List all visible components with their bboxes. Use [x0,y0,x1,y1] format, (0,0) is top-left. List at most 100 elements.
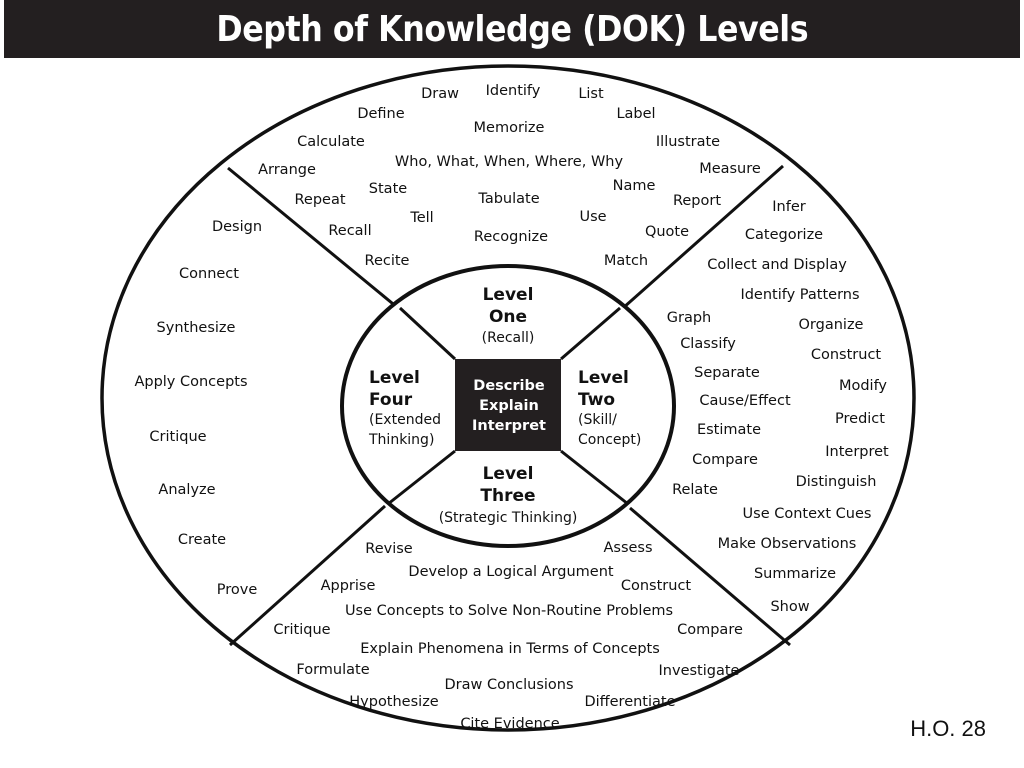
handout-number: H.O. 28 [910,716,986,741]
verb-word: Recall [328,223,371,239]
verb-word: Report [673,193,721,209]
inner-divider-sw [387,449,456,506]
verb-word: Critique [273,622,330,638]
level-three-words: Revise Assess Develop a Logical Argument… [273,540,743,732]
level-four-sub: (Extended [369,412,441,428]
center-word: Explain [479,398,539,414]
inner-divider-nw [398,306,457,361]
verb-word: Who, What, When, Where, Why [395,154,624,170]
verb-word: Recite [365,253,410,269]
level-two-sub: (Skill/ [578,412,617,428]
verb-word: Quote [645,224,689,240]
verb-word: Construct [811,347,882,363]
verb-word: Use Concepts to Solve Non-Routine Proble… [345,603,673,619]
verb-word: Graph [667,310,711,326]
level-four-label: Four [369,390,413,410]
verb-word: Name [613,178,656,194]
level-three-label: Level [483,464,534,484]
verb-word: Summarize [754,566,836,582]
verb-word: Recognize [474,229,548,245]
verb-word: Match [604,253,648,269]
verb-word: Revise [365,541,413,557]
verb-word: Apply Concepts [134,374,247,390]
level-four-words: Design Connect Synthesize Apply Concepts… [134,219,262,598]
level-one-sub: (Recall) [482,330,535,346]
verb-word: Draw Conclusions [444,677,573,693]
verb-word: Label [616,106,655,122]
level-one-words: Draw Identify List Define Label Memorize… [258,83,761,269]
level-four-label: Level [369,368,420,388]
verb-word: Relate [672,482,718,498]
center-word: Describe [473,378,545,394]
verb-word: Define [357,106,404,122]
verb-word: Develop a Logical Argument [408,564,613,580]
verb-word: Use Context Cues [743,506,872,522]
verb-word: Make Observations [718,536,857,552]
verb-word: Synthesize [157,320,236,336]
center-word: Interpret [472,418,546,434]
outer-ellipse [100,64,916,732]
verb-word: Illustrate [656,134,720,150]
verb-word: Identify Patterns [740,287,859,303]
level-three-sub: (Strategic Thinking) [439,510,578,526]
level-two-label: Level [578,368,629,388]
verb-word: Compare [692,452,758,468]
divider-nw [227,166,399,310]
verb-word: Design [212,219,262,235]
level-two-words: Infer Categorize Collect and Display Ide… [667,199,889,615]
level-one-label: One [489,307,527,327]
verb-word: Critique [149,429,206,445]
verb-word: Show [770,599,809,615]
verb-word: Collect and Display [707,257,847,273]
divider-se [629,506,791,647]
verb-word: Memorize [474,120,545,136]
verb-word: List [578,86,604,102]
verb-word: Identify [486,83,541,99]
verb-word: Compare [677,622,743,638]
verb-word: Arrange [258,162,316,178]
verb-word: Explain Phenomena in Terms of Concepts [360,641,660,657]
verb-word: Hypothesize [349,694,439,710]
level-two-sub: Concept) [578,432,641,448]
verb-word: Categorize [745,227,823,243]
verb-word: Apprise [321,578,376,594]
verb-word: Separate [694,365,760,381]
verb-word: Calculate [297,134,365,150]
center-square [455,359,561,451]
verb-word: Connect [179,266,239,282]
verb-word: Investigate [659,663,740,679]
verb-word: Measure [699,161,761,177]
verb-word: Cause/Effect [699,393,791,409]
page-title: Depth of Knowledge (DOK) Levels [216,8,808,50]
verb-word: Estimate [697,422,761,438]
verb-word: Interpret [825,444,889,460]
level-three-label: Three [480,486,535,506]
verb-word: Assess [603,540,652,556]
verb-word: Formulate [296,662,369,678]
inner-divider-ne [560,306,621,361]
verb-word: State [369,181,407,197]
verb-word: Create [178,532,226,548]
verb-word: Prove [217,582,258,598]
verb-word: Draw [421,86,459,102]
divider-ne [622,164,784,310]
verb-word: Infer [772,199,805,215]
level-one-label: Level [483,285,534,305]
level-two-label: Two [578,390,615,410]
verb-word: Construct [621,578,692,594]
verb-word: Classify [680,336,736,352]
level-four-sub: Thinking) [368,432,434,448]
divider-sw [228,504,387,647]
verb-word: Distinguish [796,474,877,490]
inner-divider-se [560,449,629,506]
verb-word: Differentiate [584,694,675,710]
verb-word: Use [579,209,606,225]
verb-word: Repeat [294,192,345,208]
verb-word: Organize [799,317,864,333]
verb-word: Tell [409,210,433,226]
verb-word: Analyze [158,482,215,498]
verb-word: Predict [835,411,885,427]
title-bar: Depth of Knowledge (DOK) Levels [4,0,1020,58]
verb-word: Modify [839,378,887,394]
